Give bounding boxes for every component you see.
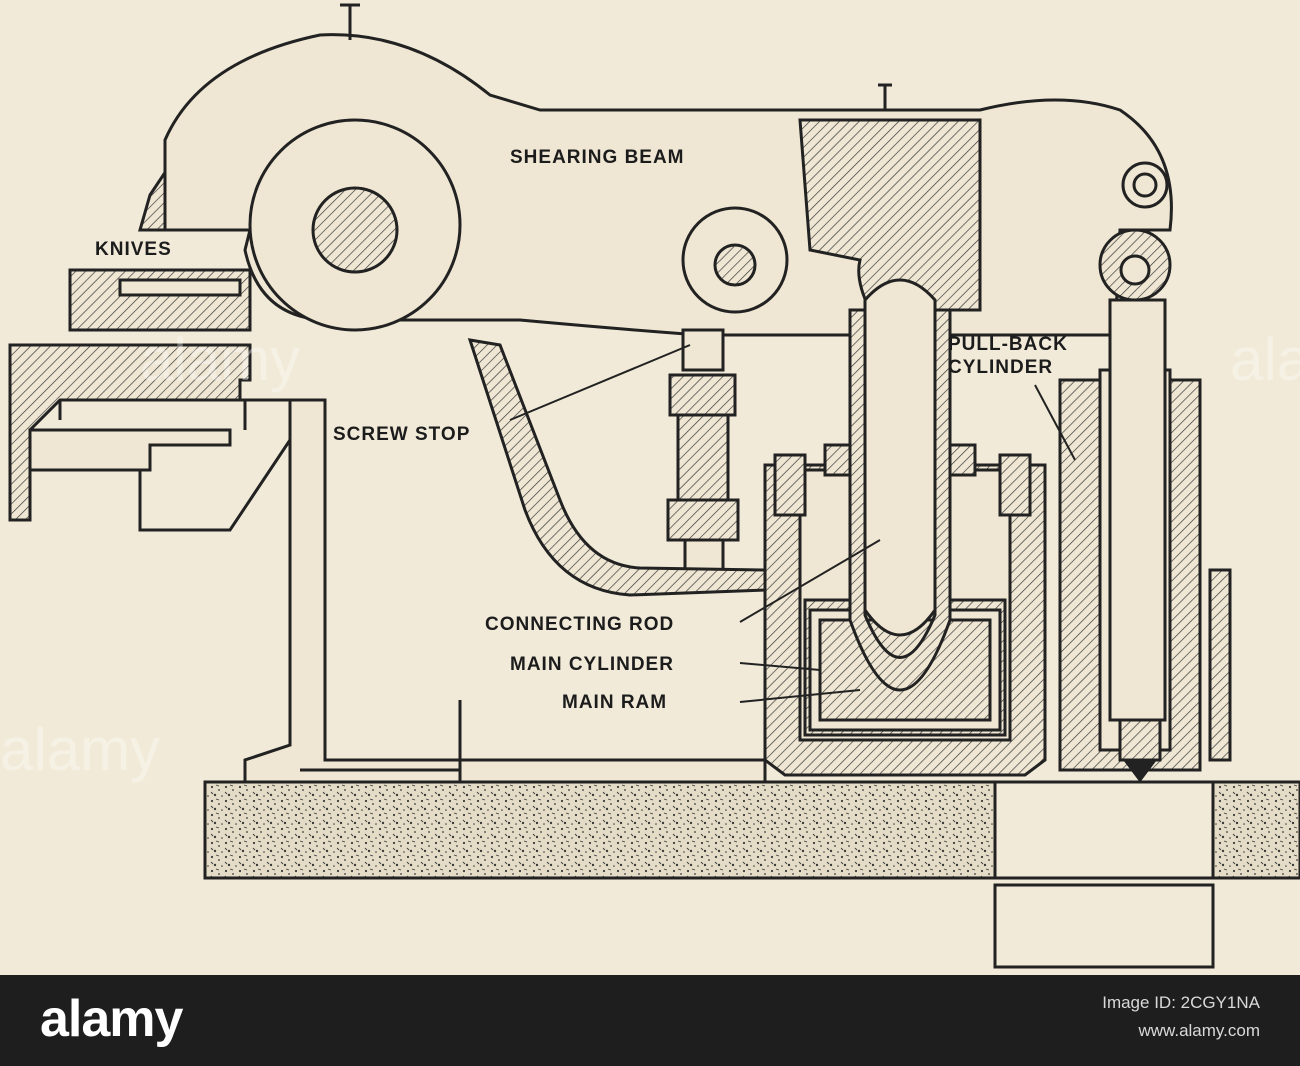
- svg-text:alamy: alamy: [0, 716, 160, 783]
- concrete-foundation: [203, 780, 1300, 969]
- shear-diagram: SHEARING BEAM KNIVES SCREW STOP PULL-BAC…: [0, 3, 1300, 969]
- footer-bar: alamy Image ID: 2CGY1NA www.alamy.com: [0, 975, 1300, 1066]
- site-url: www.alamy.com: [1138, 1021, 1260, 1040]
- alamy-logo: alamy: [40, 989, 183, 1049]
- label-pull-back: PULL-BACK: [948, 334, 1068, 355]
- machine-frame: [8, 343, 767, 784]
- leader-lines: [509, 344, 1076, 703]
- label-connecting-rod: CONNECTING ROD: [485, 614, 674, 635]
- label-knives: KNIVES: [95, 239, 172, 260]
- svg-text:alamy: alamy: [1230, 326, 1300, 393]
- brand-name: alamy: [40, 990, 183, 1048]
- shearing-beam: [163, 3, 1173, 337]
- label-pull-back-cylinder: CYLINDER: [948, 357, 1053, 378]
- label-shearing-beam: SHEARING BEAM: [510, 147, 685, 168]
- connecting-rod: [848, 278, 952, 692]
- image-credit: Image ID: 2CGY1NA www.alamy.com: [1102, 989, 1260, 1045]
- watermark: alamy alamy alamy: [0, 326, 1300, 783]
- label-main-ram: MAIN RAM: [562, 692, 667, 713]
- screw-stop: [666, 328, 740, 582]
- pull-back-cylinder: [1058, 228, 1232, 783]
- label-screw-stop: SCREW STOP: [333, 424, 470, 445]
- svg-text:alamy: alamy: [140, 326, 300, 393]
- image-id: Image ID: 2CGY1NA: [1102, 993, 1260, 1012]
- label-main-cylinder: MAIN CYLINDER: [510, 654, 674, 675]
